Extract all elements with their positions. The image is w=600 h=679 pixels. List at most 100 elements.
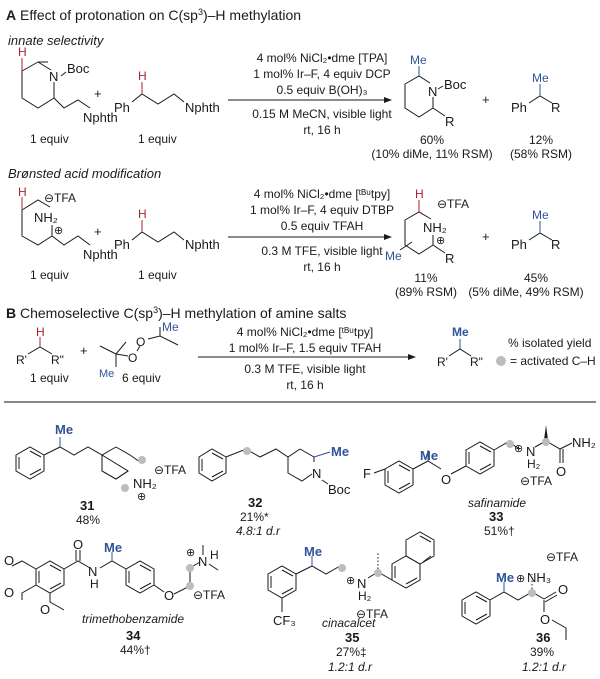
svg-text:Me: Me	[99, 368, 114, 380]
svg-text:4 mol% NiCl₂•dme [ᵗᴮᵘtpy]: 4 mol% NiCl₂•dme [ᵗᴮᵘtpy]	[237, 325, 373, 339]
svg-text:R": R"	[470, 355, 483, 369]
svg-text:NH₂: NH₂	[572, 435, 596, 450]
svg-text:45%: 45%	[524, 271, 548, 285]
svg-text:Nphth: Nphth	[83, 247, 118, 262]
compound-32-dr: 4.8:1 d.r	[236, 524, 281, 538]
section-b-letter: B	[6, 305, 16, 321]
section-b-product: R' Me R"	[437, 325, 483, 369]
row2-conditions: 4 mol% NiCl₂•dme [ᵗᴮᵘtpy] 1 mol% Ir–F, 4…	[228, 187, 394, 274]
svg-text:⊖TFA: ⊖TFA	[44, 191, 76, 205]
activated-ch-dot-icon	[506, 440, 514, 448]
svg-text:Me: Me	[331, 444, 349, 459]
section-b-header: B Chemoselective C(sp3)–H methylation of…	[6, 305, 346, 321]
plus-sign: +	[94, 224, 102, 239]
activated-ch-dot-icon	[186, 564, 194, 572]
svg-text:Me: Me	[420, 448, 438, 463]
svg-text:Ph: Ph	[114, 237, 130, 252]
svg-text:R: R	[551, 100, 560, 115]
activated-ch-dot-icon	[374, 569, 382, 577]
row1-product1-methylated-piperidine: Me N Boc R 60% (10% diMe, 11% RSM)	[371, 53, 492, 161]
plus-sign: +	[482, 92, 490, 107]
svg-text:Ph: Ph	[511, 237, 527, 252]
svg-text:O: O	[73, 537, 83, 552]
compound-34-name: trimethobenzamide	[82, 612, 184, 626]
svg-text:⊕: ⊕	[514, 443, 523, 455]
svg-text:⊖TFA: ⊖TFA	[193, 588, 225, 602]
svg-text:O: O	[441, 472, 451, 487]
svg-text:Me: Me	[410, 53, 427, 67]
svg-text:⊖TFA: ⊖TFA	[154, 463, 186, 477]
svg-text:4 mol% NiCl₂•dme [ᵗᴮᵘtpy]: 4 mol% NiCl₂•dme [ᵗᴮᵘtpy]	[254, 187, 390, 201]
plus-sign: +	[80, 343, 88, 358]
svg-text:⊕: ⊕	[516, 573, 525, 585]
compound-35-name: cinacalcet	[322, 616, 376, 630]
row2-product1-methylated-piperidinium: H ⊖TFA NH₂ ⊕ Me R 11% (89% RSM)	[385, 187, 469, 299]
row1-product2-methylated-phenyl: Ph Me R 12% (58% RSM)	[510, 71, 572, 161]
svg-text:Me: Me	[304, 544, 322, 559]
svg-text:11%: 11%	[414, 271, 437, 285]
row2-reactant1-piperidinium: H ⊖TFA NH₂ ⊕ Nphth 1 equiv	[18, 185, 118, 282]
compound-35-yield: 27%‡	[336, 645, 367, 659]
svg-text:(89% RSM): (89% RSM)	[395, 285, 457, 299]
compound-32: Me N Boc 32 21%* 4.8:1 d.r	[198, 444, 351, 538]
svg-text:O: O	[136, 335, 145, 349]
compound-31: Me ⊖TFA NH₂ ⊕ 31 48%	[15, 422, 186, 527]
svg-text:F: F	[363, 466, 371, 481]
activated-ch-dot-icon	[243, 447, 251, 455]
svg-text:12%: 12%	[529, 133, 553, 147]
compound-34-number: 34	[126, 628, 141, 643]
svg-text:Me: Me	[452, 325, 469, 339]
svg-text:H: H	[210, 548, 219, 562]
svg-text:Nphth: Nphth	[185, 237, 220, 252]
svg-text:N: N	[88, 564, 97, 579]
svg-text:R: R	[551, 237, 560, 252]
section-b-reactant1: R' H R" 1 equiv	[16, 325, 69, 385]
svg-text:H: H	[36, 325, 45, 339]
svg-text:rt, 16 h: rt, 16 h	[303, 123, 340, 137]
svg-text:N: N	[49, 69, 58, 84]
svg-text:1 mol% Ir–F, 4 equiv DTBP: 1 mol% Ir–F, 4 equiv DTBP	[250, 203, 394, 217]
svg-text:NH₂: NH₂	[34, 210, 58, 225]
svg-text:H: H	[90, 577, 99, 591]
compound-33-number: 33	[489, 509, 503, 524]
svg-text:0.5 equiv TFAH: 0.5 equiv TFAH	[281, 219, 364, 233]
row1-label: innate selectivity	[8, 33, 105, 48]
svg-text:N: N	[428, 84, 437, 99]
svg-text:Me: Me	[385, 249, 402, 263]
svg-text:⊕: ⊕	[346, 575, 355, 587]
compound-34-yield: 44%†	[120, 643, 151, 657]
svg-text:Boc: Boc	[67, 61, 90, 76]
section-a-title: Effect of protonation on C(sp3)–H methyl…	[20, 7, 301, 23]
svg-text:Me: Me	[55, 422, 73, 437]
compound-36: Me ⊕ NH₃ ⊖TFA O O 36 39% 1.2:1 d.r	[461, 550, 578, 674]
svg-text:H₂: H₂	[358, 589, 372, 603]
svg-text:Me: Me	[104, 540, 122, 555]
svg-text:Nphth: Nphth	[83, 110, 118, 125]
svg-text:rt, 16 h: rt, 16 h	[303, 260, 340, 274]
row2-label: Brønsted acid modification	[8, 166, 161, 181]
compound-33-yield: 51%†	[484, 524, 515, 538]
svg-text:N: N	[198, 554, 207, 569]
svg-text:O: O	[556, 464, 566, 479]
svg-text:0.3 M TFE, visible light: 0.3 M TFE, visible light	[261, 244, 383, 258]
svg-text:Ph: Ph	[114, 100, 130, 115]
svg-text:O: O	[4, 553, 14, 568]
arrow-head-icon	[384, 97, 392, 103]
row1-conditions: 4 mol% NiCl₂•dme [TPA] 1 mol% Ir–F, 4 eq…	[228, 51, 392, 137]
svg-text:O: O	[4, 585, 14, 600]
svg-text:Boc: Boc	[328, 482, 351, 497]
svg-text:NH₂: NH₂	[133, 476, 157, 491]
activated-ch-dot-icon	[542, 438, 550, 446]
svg-text:0.5 equiv B(OH)₃: 0.5 equiv B(OH)₃	[277, 83, 368, 97]
svg-text:⊖TFA: ⊖TFA	[520, 474, 552, 488]
svg-text:⊕: ⊕	[436, 235, 445, 247]
svg-text:O: O	[164, 588, 174, 603]
row1-reactant2-equiv: 1 equiv	[138, 132, 177, 146]
svg-text:O: O	[40, 602, 50, 617]
svg-text:O: O	[128, 351, 137, 365]
activated-ch-dot-icon	[528, 589, 536, 597]
svg-text:⊖TFA: ⊖TFA	[546, 550, 578, 564]
row1-reactant1-equiv: 1 equiv	[30, 132, 69, 146]
svg-text:⊕: ⊕	[186, 547, 195, 559]
